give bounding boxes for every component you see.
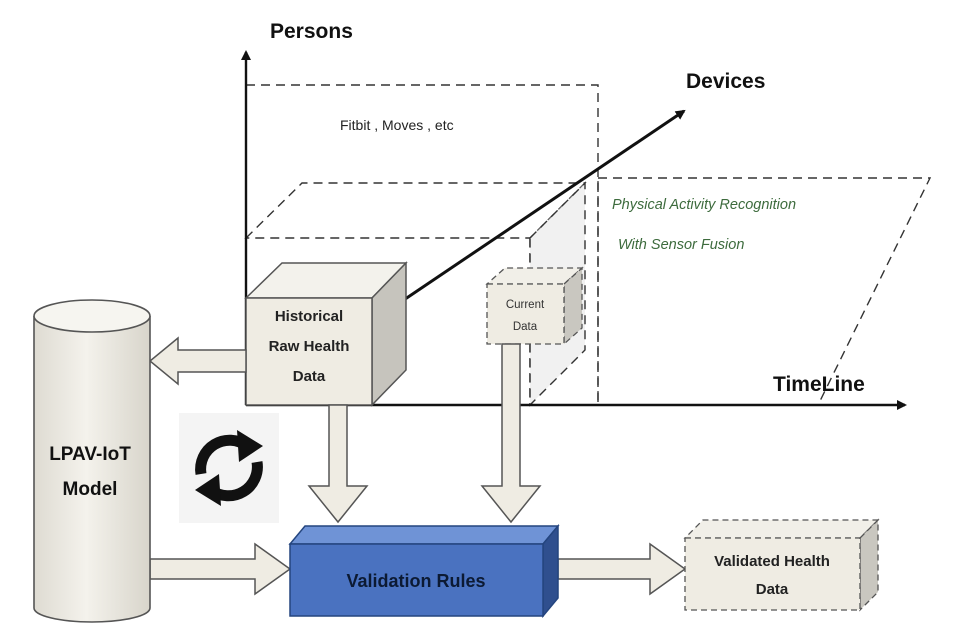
devices-axis-label: Devices: [686, 70, 765, 93]
historical-label-line2: Raw Health: [269, 338, 350, 355]
arrow-model-to-rules: [149, 542, 292, 596]
persons-axis-label: Persons: [270, 20, 353, 43]
historical-label-line3: Data: [293, 368, 326, 385]
arrow-historical-to-rules: [307, 404, 369, 524]
historical-label-line1: Historical: [275, 308, 343, 325]
current-label-line2: Data: [513, 321, 538, 333]
validated-health-data-cube: [683, 518, 880, 612]
refresh-cycle-icon: [179, 413, 279, 523]
lpav-iot-model-cylinder: LPAV-IoT Model: [33, 299, 151, 623]
current-label-line1: Current: [506, 299, 545, 311]
current-data-cube: [485, 266, 584, 346]
devices-examples-note: Fitbit , Moves , etc: [340, 117, 454, 133]
historical-data-cube: Historical Raw Health Data: [244, 261, 408, 407]
validated-label-line2: Data: [756, 581, 789, 598]
timeline-axis-label: TimeLine: [773, 373, 865, 396]
par-note-line2: With Sensor Fusion: [618, 237, 744, 253]
model-label-line1: LPAV-IoT: [49, 444, 131, 465]
arrow-rules-to-validated: [557, 542, 687, 596]
block-arrows: [148, 336, 687, 596]
par-note-line1: Physical Activity Recognition: [612, 197, 796, 213]
model-label-line2: Model: [63, 479, 118, 500]
validated-label-line1: Validated Health: [714, 553, 830, 570]
arrow-historical-to-model: [148, 336, 247, 386]
validation-rules-label: Validation Rules: [346, 571, 485, 591]
validation-rules-block: Validation Rules: [288, 523, 560, 619]
arrow-current-to-rules: [480, 343, 542, 524]
devices-axis: [379, 109, 686, 318]
